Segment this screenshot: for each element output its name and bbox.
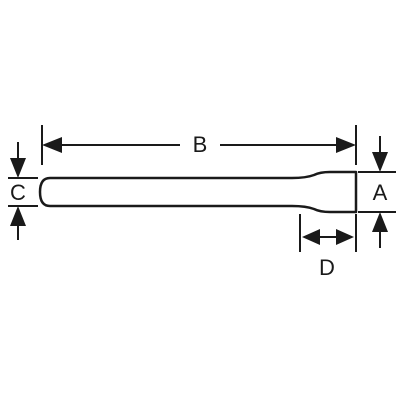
arrow-d-left-icon — [302, 229, 320, 245]
arrow-a-top-icon — [372, 152, 388, 172]
arrow-b-left-icon — [42, 137, 62, 153]
dimension-label-c: C — [10, 180, 26, 205]
arrow-c-top-icon — [10, 158, 26, 178]
arrow-a-bottom-icon — [372, 212, 388, 232]
arrow-b-right-icon — [336, 137, 356, 153]
chisel-outline — [38, 170, 358, 214]
arrow-c-bottom-icon — [10, 206, 26, 226]
dimension-label-d: D — [319, 255, 335, 280]
dimension-label-a: A — [373, 180, 388, 205]
dimension-label-b: B — [193, 132, 208, 157]
arrow-d-right-icon — [336, 229, 354, 245]
